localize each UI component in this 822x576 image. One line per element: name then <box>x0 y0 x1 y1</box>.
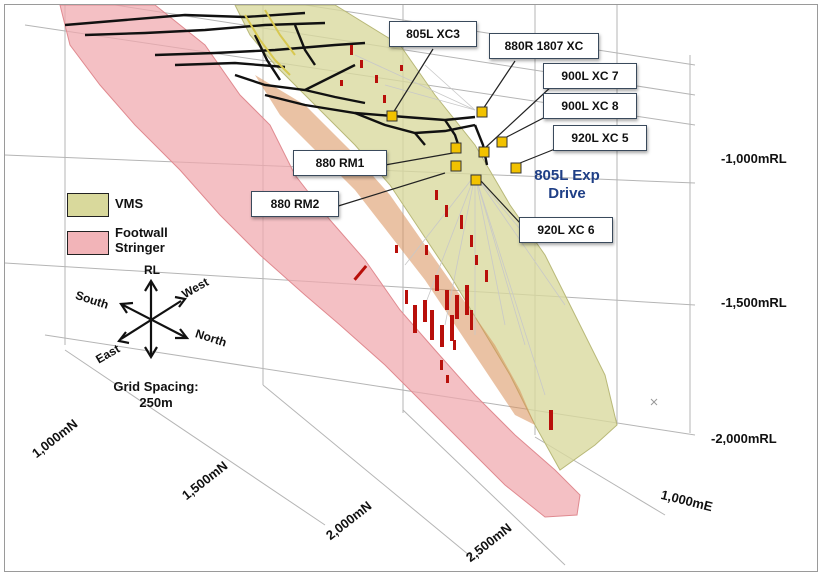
callout-markers <box>386 106 522 186</box>
mine-3d-section <box>5 5 696 566</box>
drill-traces <box>354 54 566 396</box>
legend-footwall-swatch <box>67 231 109 255</box>
compass-arrows <box>117 278 190 360</box>
drill-intersections <box>340 45 553 430</box>
legend-footwall-label: Footwall Stringer <box>115 225 168 255</box>
callout-880r-1807-xc: 880R 1807 XC <box>489 33 599 59</box>
figure-frame: 805L XC3 880R 1807 XC 900L XC 7 900L XC … <box>4 4 818 572</box>
drive-label-line2: Drive <box>548 185 586 202</box>
legend-footwall-line1: Footwall <box>115 225 168 240</box>
footwall-stringer-body <box>59 5 581 518</box>
rl-label-1500: -1,500mRL <box>721 295 787 310</box>
overlap-zone <box>255 75 535 425</box>
legend-vms-swatch <box>67 193 109 217</box>
rl-label-2000: -2,000mRL <box>711 431 777 446</box>
callout-920l-xc6: 920L XC 6 <box>519 217 613 243</box>
callout-900l-xc8: 900L XC 8 <box>543 93 637 119</box>
x-mark <box>650 398 658 406</box>
legend-footwall-line2: Stringer <box>115 240 165 255</box>
yellow-development <box>244 9 296 76</box>
callout-880-rm1: 880 RM1 <box>293 150 387 176</box>
legend-vms-label: VMS <box>115 196 144 211</box>
drive-label-line1: 805L Exp <box>534 167 600 184</box>
drive-label: 805L Exp Drive <box>527 167 607 203</box>
grid-spacing-line2: 250m <box>139 395 173 410</box>
rl-label-1000: -1,000mRL <box>721 151 787 166</box>
grid-spacing-note: Grid Spacing: 250m <box>101 379 211 411</box>
callout-leaders <box>334 48 561 224</box>
callout-805l-xc3: 805L XC3 <box>389 21 477 47</box>
callout-920l-xc5: 920L XC 5 <box>553 125 647 151</box>
callout-900l-xc7: 900L XC 7 <box>543 63 637 89</box>
grid-spacing-line1: Grid Spacing: <box>113 379 199 394</box>
compass-rl: RL <box>144 263 160 277</box>
callout-880-rm2: 880 RM2 <box>251 191 339 217</box>
